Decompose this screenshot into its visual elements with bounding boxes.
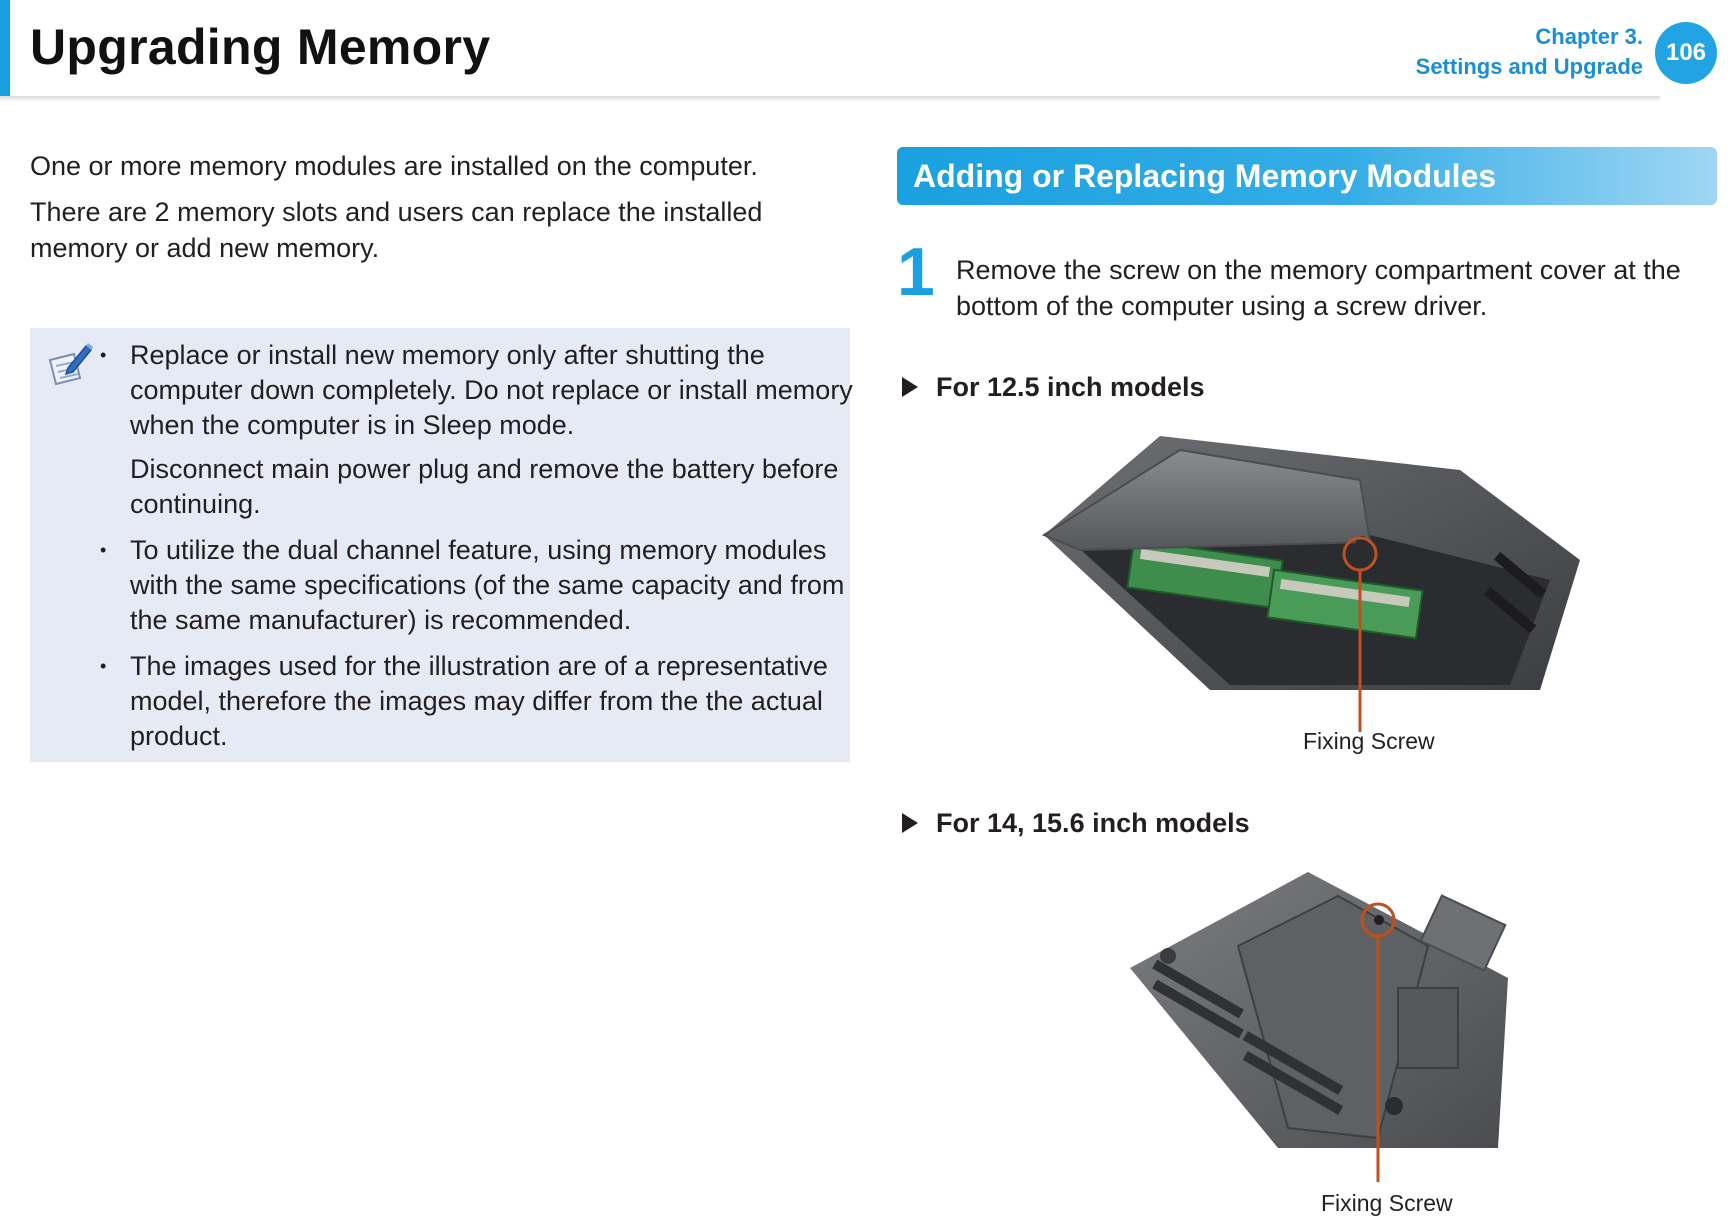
- page-number-badge: 106: [1655, 22, 1717, 84]
- figure-caption: Fixing Screw: [1321, 1190, 1453, 1216]
- bullet-marker: •: [100, 345, 107, 365]
- note-item-text: Replace or install new memory only after…: [130, 340, 853, 440]
- note-list: • Replace or install new memory only aft…: [100, 338, 860, 765]
- page-title: Upgrading Memory: [30, 19, 491, 75]
- note-item: • Replace or install new memory only aft…: [100, 338, 860, 522]
- note-box: • Replace or install new memory only aft…: [30, 328, 853, 762]
- chapter-title: Settings and Upgrade: [1415, 54, 1643, 79]
- triangle-right-icon: [902, 377, 918, 397]
- model-label-text: For 12.5 inch models: [936, 372, 1205, 402]
- section-header: Adding or Replacing Memory Modules: [897, 147, 1717, 205]
- header-divider: [0, 96, 1660, 102]
- triangle-right-icon: [902, 813, 918, 833]
- note-item-subtext: Disconnect main power plug and remove th…: [130, 454, 839, 519]
- note-pencil-icon: [48, 343, 93, 386]
- callout-line: [1342, 536, 1378, 732]
- step-text: Remove the screw on the memory compartme…: [956, 255, 1681, 321]
- bullet-marker: •: [100, 540, 107, 560]
- model-label-text: For 14, 15.6 inch models: [936, 808, 1250, 838]
- note-item: • The images used for the illustration a…: [100, 649, 860, 754]
- chapter-number: Chapter 3.: [1535, 24, 1643, 49]
- figure-caption: Fixing Screw: [1303, 728, 1435, 754]
- bullet-marker: •: [100, 656, 107, 676]
- chapter-label: Chapter 3. Settings and Upgrade: [1416, 22, 1643, 82]
- note-item-text: To utilize the dual channel feature, usi…: [130, 535, 845, 635]
- laptop-14-inch-figure: [1130, 872, 1508, 1148]
- step-number: 1: [897, 234, 935, 310]
- intro-paragraph: There are 2 memory slots and users can r…: [30, 197, 763, 263]
- note-item-text: The images used for the illustration are…: [130, 651, 828, 751]
- laptop-12-inch-figure: [1041, 436, 1580, 690]
- model-label: For 12.5 inch models: [902, 372, 1205, 403]
- intro-paragraph: One or more memory modules are installed…: [30, 151, 758, 181]
- intro-text: One or more memory modules are installed…: [30, 148, 820, 276]
- note-item: • To utilize the dual channel feature, u…: [100, 533, 860, 638]
- callout-line: [1360, 902, 1396, 1182]
- model-label: For 14, 15.6 inch models: [902, 808, 1250, 839]
- header-accent-bar: [0, 0, 10, 96]
